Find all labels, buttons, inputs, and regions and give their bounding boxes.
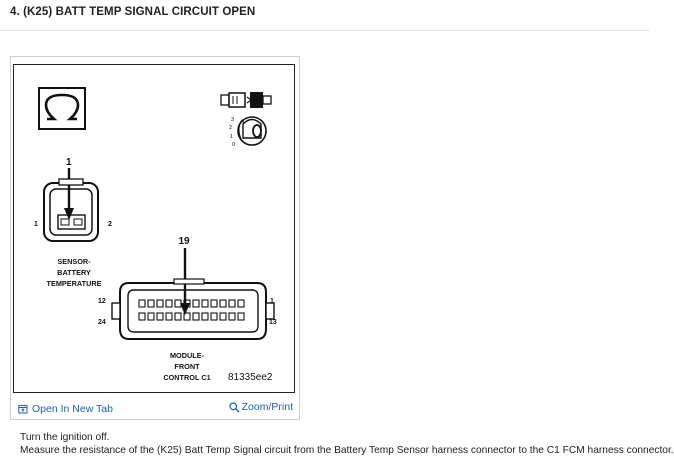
figure-code: 81335ee2 (228, 372, 273, 383)
module-label: MODULE- (170, 351, 205, 360)
sensor-connector-diagram: 1 1 2 SENSOR- BATTERY TEMPERATURE (34, 157, 112, 288)
ohmmeter-icon (38, 87, 86, 130)
figure-toolbar: Open In New Tab Zoom/Print (14, 400, 296, 418)
module-top-pin-row (138, 299, 245, 308)
module-pin-callout: 19 (178, 236, 190, 247)
svg-text:2: 2 (229, 125, 232, 131)
zoom-print-link[interactable]: Zoom/Print (229, 401, 293, 413)
ignition-key-icon: 3 2 1 0 (229, 116, 267, 148)
open-new-tab-link[interactable]: Open In New Tab (18, 403, 113, 415)
magnifier-icon (229, 401, 240, 412)
svg-text:FRONT: FRONT (174, 362, 200, 371)
zoom-print-label: Zoom/Print (241, 401, 293, 413)
module-pin-1: 1 (270, 298, 274, 305)
sensor-pin-1: 1 (34, 221, 38, 228)
instruction-line: Measure the resistance of the (K25) Batt… (20, 444, 674, 456)
svg-text:0: 0 (232, 142, 235, 148)
instruction-line: Turn the ignition off. (20, 432, 110, 443)
sensor-label: SENSOR- (57, 257, 91, 266)
module-pin-12: 12 (98, 298, 106, 305)
diagram-canvas: 3 2 1 0 1 1 2 SENSOR- BATTERY TEMPERATUR… (34, 87, 277, 383)
module-bottom-pin-row (138, 312, 245, 321)
step-title: 4. (K25) BATT TEMP SIGNAL CIRCUIT OPEN (10, 6, 256, 18)
open-new-tab-label: Open In New Tab (32, 403, 113, 415)
svg-text:1: 1 (230, 134, 233, 140)
svg-text:3: 3 (231, 117, 234, 123)
divider (0, 30, 650, 31)
sensor-pin-callout: 1 (66, 157, 72, 168)
instructions: Turn the ignition off. Measure the resis… (20, 432, 674, 457)
sensor-pin-2: 2 (108, 221, 112, 228)
module-pin-24: 24 (98, 319, 106, 326)
connector-disconnect-icon (220, 92, 272, 108)
svg-text:CONTROL C1: CONTROL C1 (163, 373, 210, 382)
wiring-diagram[interactable]: 3 2 1 0 1 1 2 SENSOR- BATTERY TEMPERATUR… (13, 64, 295, 393)
open-new-tab-icon (18, 405, 28, 414)
module-connector-diagram: 19 12 (98, 236, 277, 383)
svg-text:BATTERY: BATTERY (57, 268, 91, 277)
module-pin-13: 13 (269, 319, 277, 326)
svg-text:TEMPERATURE: TEMPERATURE (47, 279, 102, 288)
